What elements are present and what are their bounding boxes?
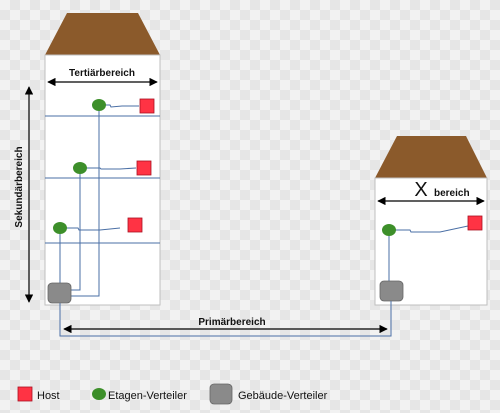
left-building-walls <box>44 54 161 306</box>
left-building <box>44 13 161 306</box>
floor-distributor-icon <box>92 99 106 111</box>
legend: Host Etagen-Verteiler Gebäude-Verteiler <box>17 383 328 405</box>
secondary-label: Sekundärbereich <box>14 146 25 227</box>
host-icon <box>136 160 152 176</box>
cable-right-host <box>389 225 469 233</box>
legend-floor-distributor-label: Etagen-Verteiler <box>108 390 187 402</box>
cable-floor1 <box>68 105 100 297</box>
legend-floor-distributor-icon <box>92 388 106 400</box>
legend-building-distributor-icon <box>209 383 233 405</box>
x-label-letter: X <box>414 179 427 201</box>
floor-distributor-icon <box>73 162 87 174</box>
right-building <box>374 136 488 306</box>
cable-floor2 <box>68 168 81 291</box>
building-distributor-icon <box>379 280 404 302</box>
cable-host2 <box>80 167 137 170</box>
tertiary-label: Tertiärbereich <box>69 68 135 79</box>
legend-host-label: Host <box>37 390 60 402</box>
cable-host3 <box>60 227 121 231</box>
primary-cable <box>59 301 392 337</box>
host-icon <box>467 215 483 231</box>
x-label-suffix: bereich <box>434 188 470 199</box>
legend-host-icon <box>17 386 33 402</box>
right-building-roof <box>375 136 487 178</box>
building-distributor-icon <box>47 282 72 304</box>
floor-distributor-icon <box>53 222 67 234</box>
host-icon <box>139 98 155 114</box>
cable-host1 <box>99 104 139 108</box>
floor-distributor-icon <box>382 224 396 236</box>
primary-label: Primärbereich <box>198 317 265 328</box>
host-icon <box>127 217 143 233</box>
left-building-roof <box>45 13 160 55</box>
legend-building-distributor-label: Gebäude-Verteiler <box>238 390 328 402</box>
